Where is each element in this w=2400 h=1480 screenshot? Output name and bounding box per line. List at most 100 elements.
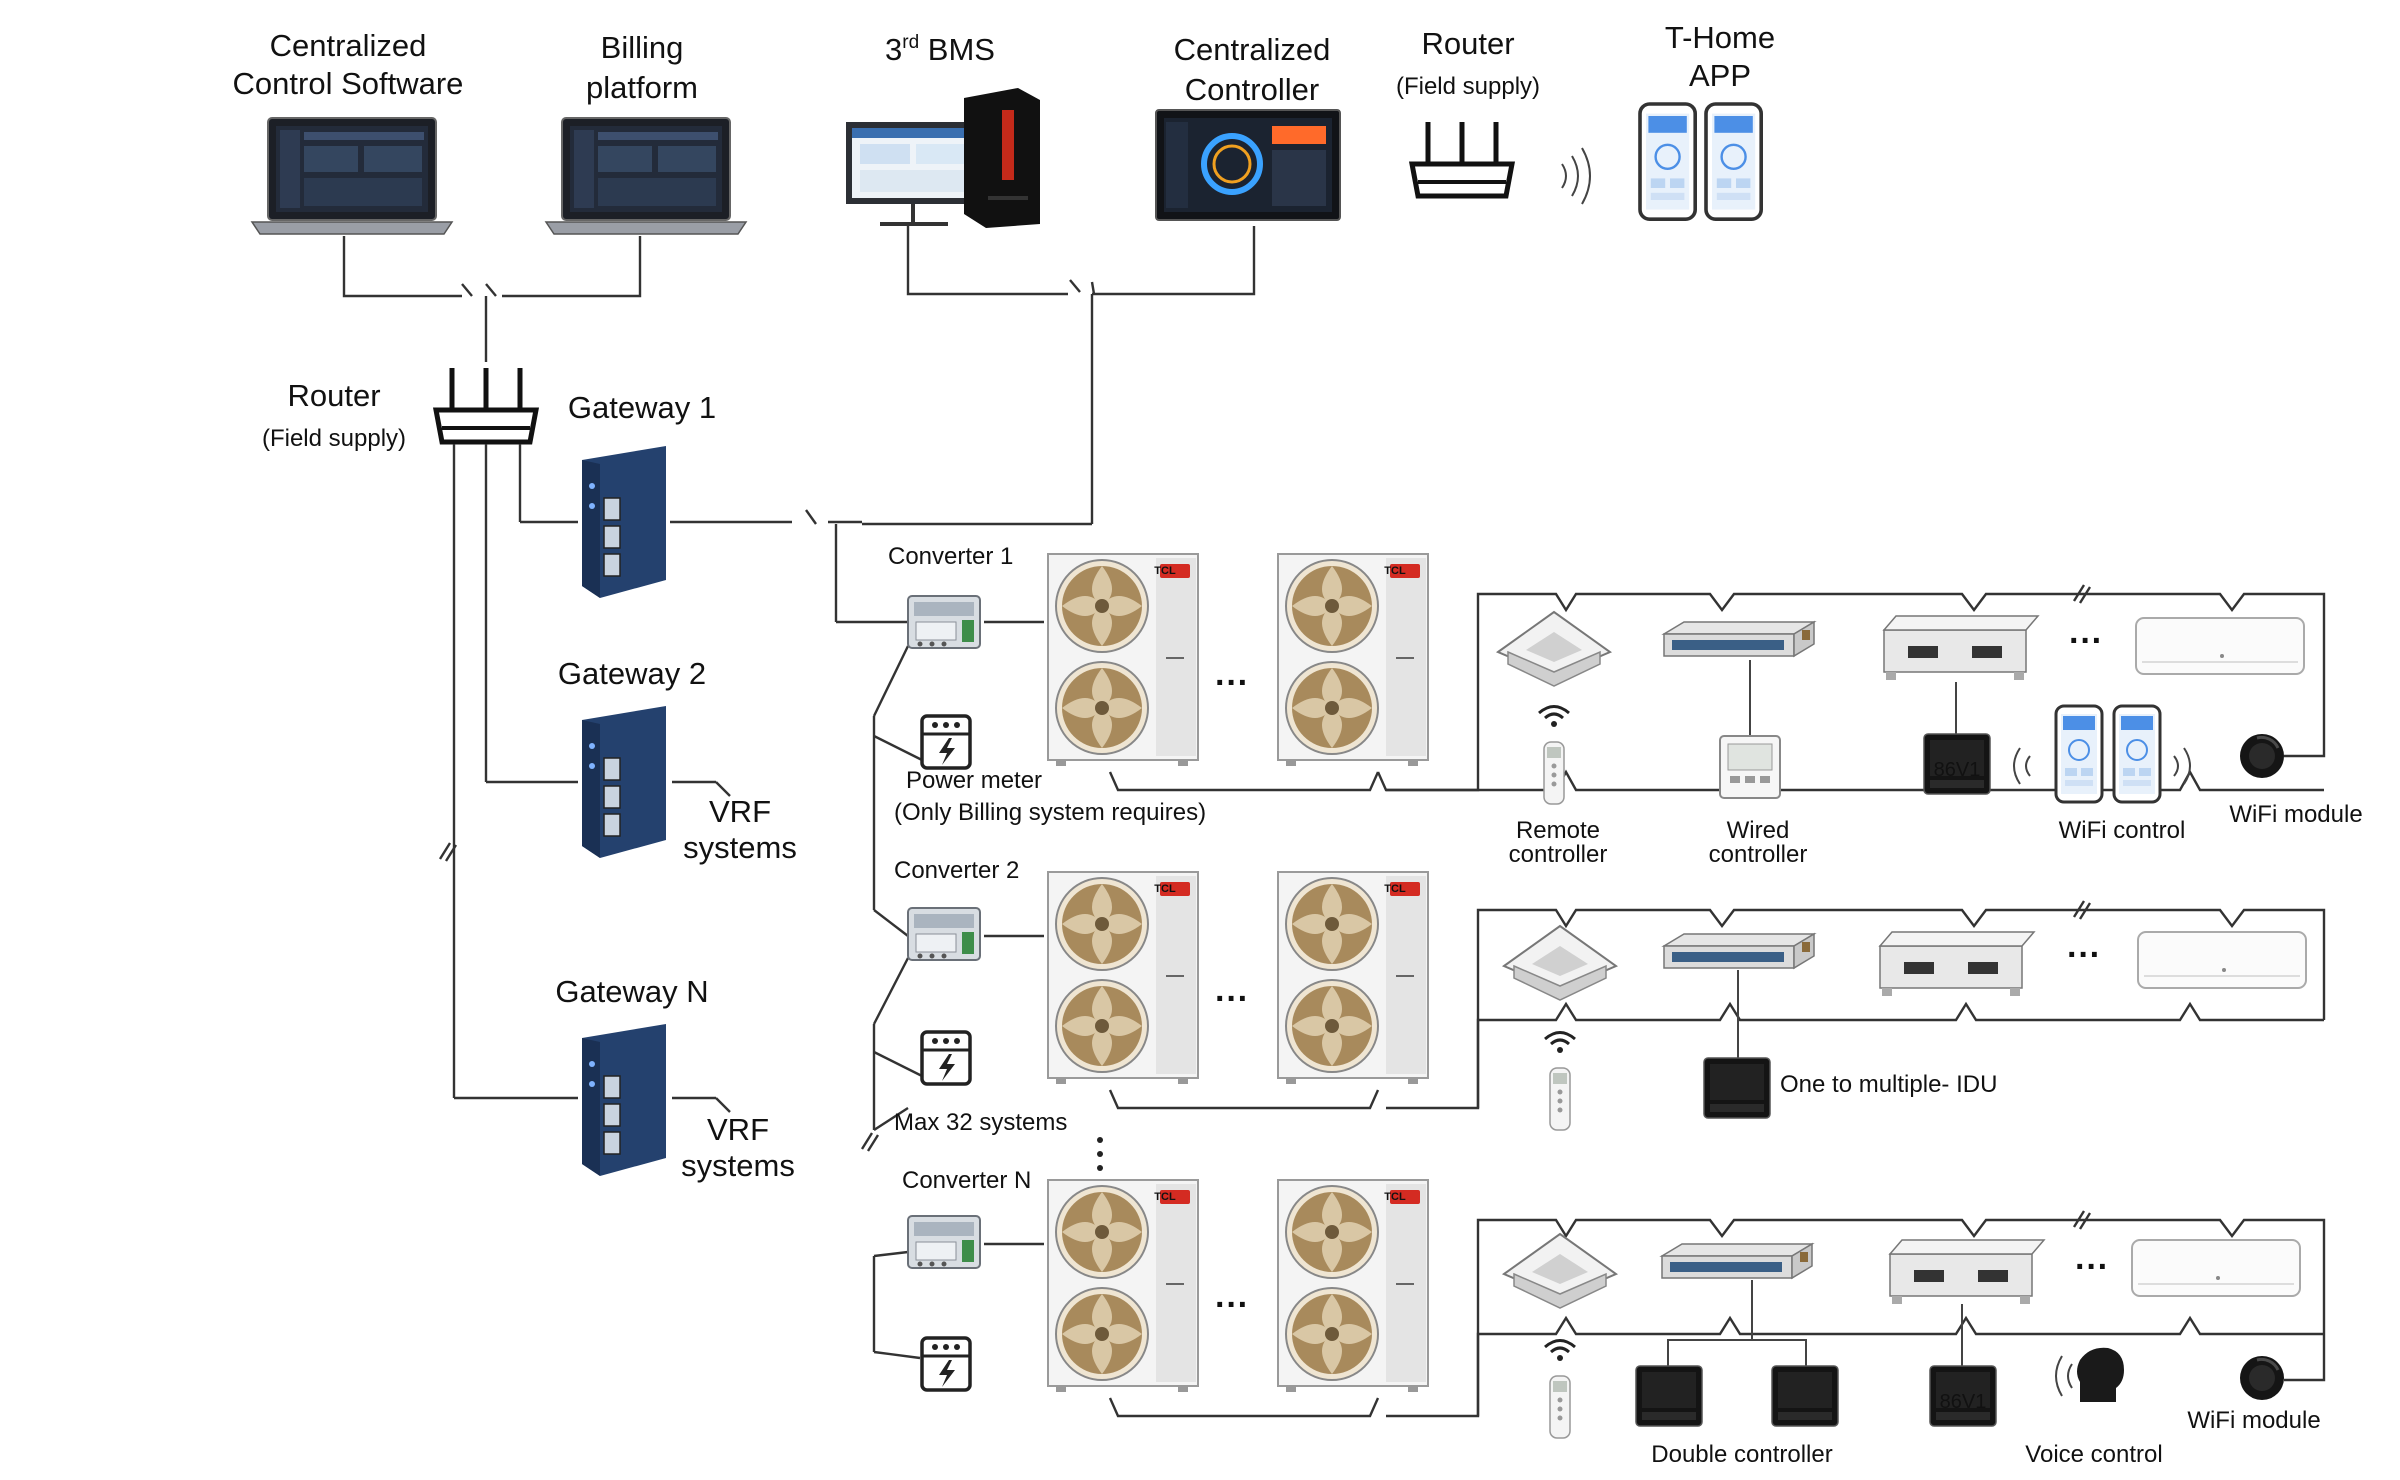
odu-brand: TCL <box>1384 565 1406 577</box>
one-to-multiple-label: One to multiple- IDU <box>1780 1071 1997 1098</box>
gateway-2-device <box>581 705 667 859</box>
billing-laptop <box>545 117 747 235</box>
wall-split-unit <box>2135 617 2305 675</box>
gateway-2-label: Gateway 2 <box>558 656 706 691</box>
ccs-laptop <box>251 117 453 235</box>
controller-label-2: Controller <box>1185 72 1319 107</box>
ceiling-unit <box>1879 931 2035 997</box>
power-meter-note: (Only Billing system requires) <box>894 799 1206 826</box>
centralized-controller-device <box>1155 109 1341 221</box>
wifi-control-label: WiFi control <box>2059 817 2186 844</box>
remote-label-2: controller <box>1509 841 1608 868</box>
wifi-module-icon <box>2238 732 2286 780</box>
signal-waves-icon <box>1561 147 1591 205</box>
wired-controller-icon <box>1719 735 1781 799</box>
wifi-module-icon <box>2238 1354 2286 1402</box>
odu-ellipsis: ··· <box>1215 664 1249 702</box>
converter-bus <box>834 524 1044 1360</box>
cassette-unit <box>1503 1233 1617 1309</box>
voice-control-icon <box>2055 1347 2124 1402</box>
converter-1-device <box>907 595 981 649</box>
bms-label: 3rd BMS <box>885 32 995 67</box>
odu-brand: TCL <box>1154 883 1176 895</box>
gateway-1-label: Gateway 1 <box>568 390 716 425</box>
gateway-n-label: Gateway N <box>555 974 708 1009</box>
billing-label-1: Billing <box>601 30 684 65</box>
network-router-icon <box>436 368 536 442</box>
remote-controller-icon <box>1549 1375 1571 1439</box>
controller-label-1: Centralized <box>1174 32 1331 67</box>
wifi-icon <box>1543 1339 1577 1363</box>
max-systems-label: Max 32 systems <box>894 1109 1067 1136</box>
one-to-multiple-controller-icon <box>1703 1057 1771 1119</box>
billing-label-2: platform <box>586 70 698 105</box>
ccs-label-1: Centralized <box>270 28 427 63</box>
odu-brand: TCL <box>1384 883 1406 895</box>
converter-1-label: Converter 1 <box>888 543 1013 570</box>
vrf-label-2: systems <box>683 830 797 865</box>
power-meter-n-icon <box>920 1336 972 1392</box>
duct-unit <box>1663 933 1815 969</box>
wifi-module-label-3: WiFi module <box>2187 1407 2320 1434</box>
idu-ellipsis: ··· <box>2069 622 2103 660</box>
odu-row-3: TCL TCL ··· <box>1048 1180 1428 1392</box>
wall-split-unit <box>2137 931 2307 989</box>
cassette-unit <box>1497 611 1611 687</box>
top-router-label: Router <box>1421 26 1514 61</box>
wifi-module-label: WiFi module <box>2229 801 2362 828</box>
top-router-note: (Field supply) <box>1396 73 1540 100</box>
panel-display: 86V1 <box>1934 759 1981 781</box>
remote-controller-icon <box>1543 741 1565 805</box>
odu-brand: TCL <box>1154 565 1176 577</box>
panel-display: 86V1 <box>1940 1391 1987 1413</box>
wired-label-1: Wired <box>1727 817 1790 844</box>
remote-label-1: Remote <box>1516 817 1600 844</box>
bms-computer <box>846 88 1040 228</box>
idu-ellipsis: ··· <box>2067 936 2101 974</box>
wifi-icon <box>1543 1031 1577 1055</box>
wall-split-unit <box>2131 1239 2301 1297</box>
app-label-1: T-Home <box>1665 20 1775 55</box>
signal-right-icon <box>2173 755 2179 777</box>
wifi-control-phones <box>2054 704 2162 804</box>
odu-brand: TCL <box>1154 1191 1176 1203</box>
vertical-ellipsis <box>1097 1137 1103 1171</box>
converter-2-label: Converter 2 <box>894 857 1019 884</box>
gateway-n-device <box>581 1023 667 1177</box>
odu-ellipsis: ··· <box>1215 980 1249 1018</box>
vrf-label-n1: VRF <box>707 1112 769 1147</box>
gateway-1-device <box>581 445 667 599</box>
vrf-label-1: VRF <box>709 794 771 829</box>
vrf-label-n2: systems <box>681 1148 795 1183</box>
power-meter-1-icon <box>920 714 972 770</box>
converter-2-device <box>907 907 981 961</box>
odu-row-2: TCL TCL ··· <box>1048 872 1428 1084</box>
wifi-icon <box>1537 705 1571 729</box>
app-label-2: APP <box>1689 58 1751 93</box>
top-router-icon <box>1412 122 1512 196</box>
voice-control-label: Voice control <box>2025 1441 2162 1468</box>
converter-n-label: Converter N <box>902 1167 1031 1194</box>
duct-unit <box>1663 621 1815 657</box>
idu-ellipsis: ··· <box>2075 1248 2109 1286</box>
net-router-note: (Field supply) <box>262 425 406 452</box>
duct-unit <box>1661 1243 1813 1279</box>
odu-ellipsis: ··· <box>1215 1286 1249 1324</box>
net-router-label: Router <box>287 378 380 413</box>
top-wiring <box>342 226 1256 526</box>
idu-loop-wiring <box>1108 592 2326 1418</box>
ccs-label-2: Control Software <box>233 66 464 101</box>
wired-label-2: controller <box>1709 841 1808 868</box>
power-meter-label: Power meter <box>906 767 1042 794</box>
cassette-unit <box>1503 925 1617 1001</box>
signal-left-icon <box>2025 755 2031 777</box>
network-wiring <box>452 444 862 1113</box>
odu-row-1: TCL TCL ··· <box>1048 554 1428 766</box>
ceiling-unit <box>1883 615 2039 681</box>
ceiling-unit <box>1889 1239 2045 1305</box>
double-controller-left-icon <box>1635 1365 1703 1427</box>
remote-controller-icon <box>1549 1067 1571 1131</box>
converter-n-device <box>907 1215 981 1269</box>
double-controller-label: Double controller <box>1651 1441 1832 1468</box>
